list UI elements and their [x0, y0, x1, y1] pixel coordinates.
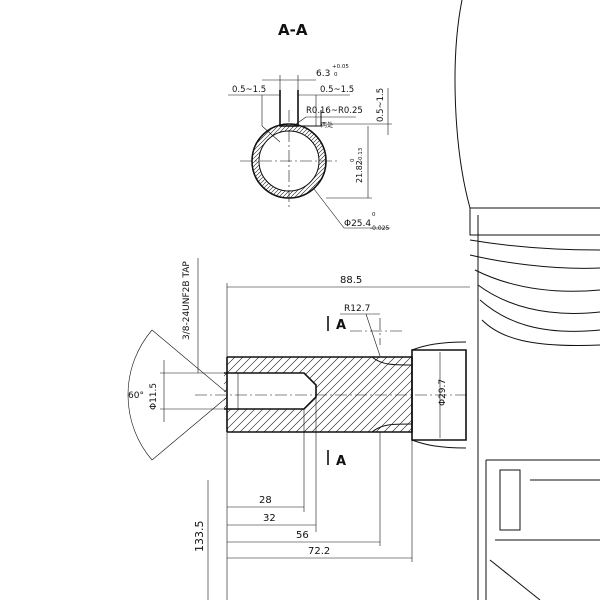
dim-32: 32: [263, 513, 276, 524]
section-title: A-A: [278, 21, 308, 39]
key-depth: 21.82: [355, 160, 364, 183]
section-a-a-view: A-A 6.3 +0.05 0 0.5~1.5 0.5~1.5 R0.16~R0…: [228, 21, 392, 232]
shaft-diameter-tol-lower: -0.025: [370, 225, 390, 232]
keyway-width-tol-lower: 0: [334, 72, 338, 78]
section-mark-bottom: A: [336, 454, 346, 469]
dim-72: 72.2: [308, 546, 330, 557]
keyway-width-tol-upper: +0.05: [332, 64, 349, 70]
engine-outline: [454, 0, 600, 600]
dim-radius: R12.7: [344, 304, 370, 314]
keyway-width: 6.3: [316, 69, 330, 79]
fillet-radius: R0.16~R0.25: [306, 106, 363, 116]
edge-break-left: 0.5~1.5: [232, 85, 266, 95]
dim-56: 56: [296, 530, 309, 541]
dim-angle: 60°: [128, 391, 144, 401]
shaft-view: 88.5 R12.7 A A 3/8-24UNF2B TAP Φ11.5 60°…: [127, 258, 470, 600]
dim-133: 133.5: [193, 521, 206, 553]
fillet-note: 两处: [321, 121, 333, 129]
dim-28: 28: [259, 495, 272, 506]
key-depth-tol-upper: 0: [350, 158, 356, 162]
edge-break-vertical: 0.5~1.5: [376, 88, 386, 122]
section-mark-top: A: [336, 318, 346, 333]
shaft-diameter-tol-upper: 0: [372, 212, 376, 218]
dim-hole-diameter: Φ11.5: [149, 383, 159, 410]
dim-length-overall: 88.5: [340, 275, 362, 286]
key-depth-tol-lower: -0.13: [358, 147, 364, 162]
dim-collar-diameter: Φ29.7: [438, 379, 448, 406]
edge-break-right: 0.5~1.5: [320, 85, 354, 95]
shaft-hatch: [224, 357, 412, 432]
shaft-diameter: Φ25.4: [344, 219, 371, 229]
tap-note: 3/8-24UNF2B TAP: [182, 261, 192, 340]
